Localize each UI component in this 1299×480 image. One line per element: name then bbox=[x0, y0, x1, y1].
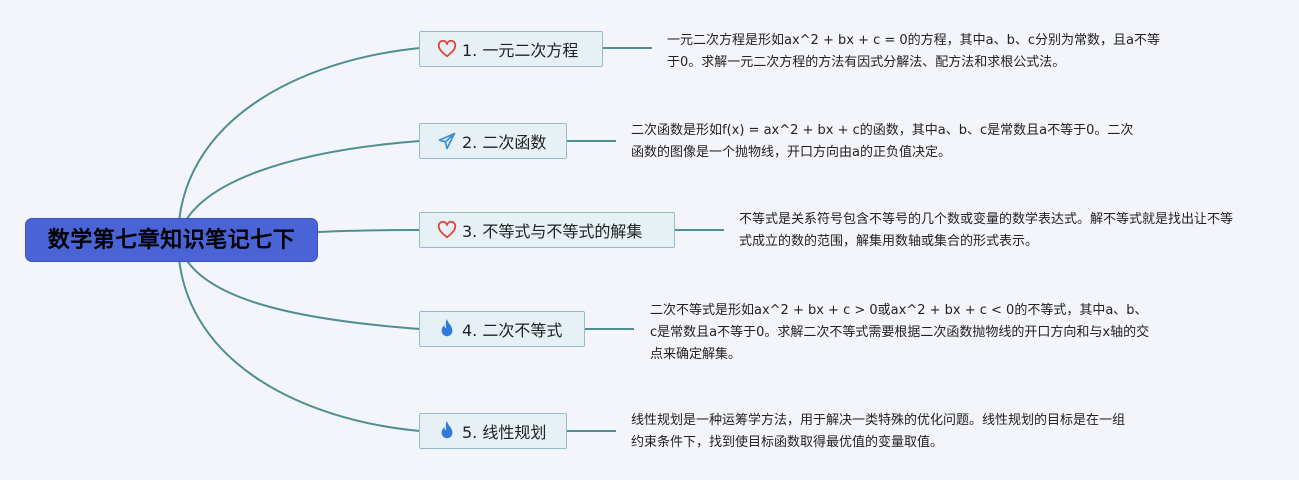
topic-description-2: 二次函数是形如f(x) = ax^2 + bx + c的函数，其中a、b、c是常… bbox=[631, 123, 1134, 160]
topic-node-4[interactable]: 4. 二次不等式 bbox=[419, 311, 585, 347]
heart-icon bbox=[436, 219, 458, 241]
branch-connector-1 bbox=[177, 47, 421, 241]
topic-label: 1. 一元二次方程 bbox=[462, 41, 579, 60]
topic-description-4: 二次不等式是形如ax^2 + bx + c > 0或ax^2 + bx + c … bbox=[650, 303, 1150, 362]
root-topic[interactable]: 数学第七章知识笔记七下 bbox=[25, 218, 318, 262]
topic-label: 4. 二次不等式 bbox=[462, 321, 563, 340]
flame-icon bbox=[436, 318, 458, 340]
topic-node-1[interactable]: 1. 一元二次方程 bbox=[419, 31, 603, 67]
topic-label: 3. 不等式与不等式的解集 bbox=[462, 222, 643, 241]
flame-icon bbox=[436, 420, 458, 442]
topic-description-1: 一元二次方程是形如ax^2 + bx + c = 0的方程，其中a、b、c分别为… bbox=[667, 33, 1160, 70]
topic-description-3: 不等式是关系符号包含不等号的几个数或变量的数学表达式。解不等式就是找出让不等式成… bbox=[739, 212, 1234, 249]
branch-connector-3 bbox=[317, 229, 421, 233]
topic-label: 2. 二次函数 bbox=[462, 133, 547, 152]
topic-node-2[interactable]: 2. 二次函数 bbox=[419, 123, 567, 159]
paper-plane-icon bbox=[436, 130, 458, 152]
branch-connector-5 bbox=[177, 239, 421, 432]
topic-node-3[interactable]: 3. 不等式与不等式的解集 bbox=[419, 212, 675, 248]
topic-node-5[interactable]: 5. 线性规划 bbox=[419, 413, 567, 449]
heart-icon bbox=[436, 38, 458, 60]
topic-description-5: 线性规划是一种运筹学方法，用于解决一类特殊的优化问题。线性规划的目标是在一组约束… bbox=[631, 413, 1126, 450]
topic-label: 5. 线性规划 bbox=[462, 423, 547, 442]
